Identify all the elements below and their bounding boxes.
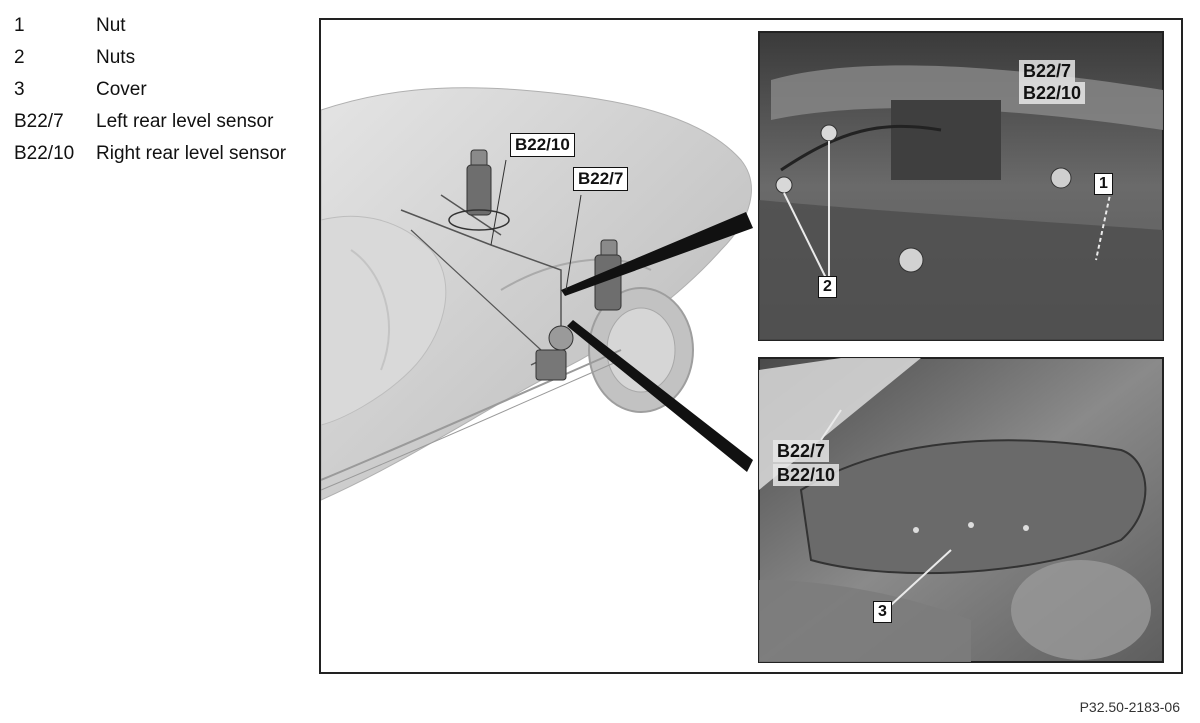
legend-text: Left rear level sensor — [96, 111, 274, 132]
legend-item: 1 Nut — [14, 10, 286, 42]
legend-item: 3 Cover — [14, 74, 286, 106]
legend-text: Right rear level sensor — [96, 143, 287, 164]
legend-key: 3 — [14, 79, 25, 100]
left-shock-absorber — [448, 149, 510, 231]
legend-key: B22/7 — [14, 111, 64, 132]
legend: 1 Nut 2 Nuts 3 Cover B22/7 Left rear lev… — [14, 10, 286, 170]
callout-top-1: 1 — [1094, 173, 1113, 195]
legend-key: 1 — [14, 15, 25, 36]
figure-drawing — [321, 31, 1164, 663]
level-sensor-unit — [535, 325, 574, 381]
callout-top-b22-10: B22/10 — [1019, 82, 1086, 104]
legend-item: 2 Nuts — [14, 42, 286, 74]
callout-bottom-b22-10: B22/10 — [773, 464, 840, 486]
legend-item: B22/7 Left rear level sensor — [14, 106, 286, 138]
figure-code: P32.50-2183-06 — [1079, 699, 1180, 715]
callout-top-b22-7: B22/7 — [1019, 60, 1076, 82]
callout-top-2: 2 — [818, 276, 837, 298]
legend-text: Cover — [96, 79, 147, 100]
legend-text: Nuts — [96, 47, 136, 68]
callout-car-b22-7: B22/7 — [573, 167, 629, 191]
callout-car-b22-10: B22/10 — [510, 133, 575, 157]
legend-text: Nut — [96, 15, 126, 36]
legend-key: 2 — [14, 47, 25, 68]
callout-bottom-3: 3 — [873, 601, 892, 623]
legend-key: B22/10 — [14, 143, 75, 164]
legend-item: B22/10 Right rear level sensor — [14, 138, 286, 170]
car-illustration — [321, 87, 753, 501]
figure-frame: B22/10 B22/7 B22/7 B22/10 1 2 B22/7 B22/… — [319, 18, 1183, 674]
photo-top — [758, 31, 1164, 341]
callout-bottom-b22-7: B22/7 — [773, 440, 830, 462]
photo-bottom — [758, 357, 1164, 663]
